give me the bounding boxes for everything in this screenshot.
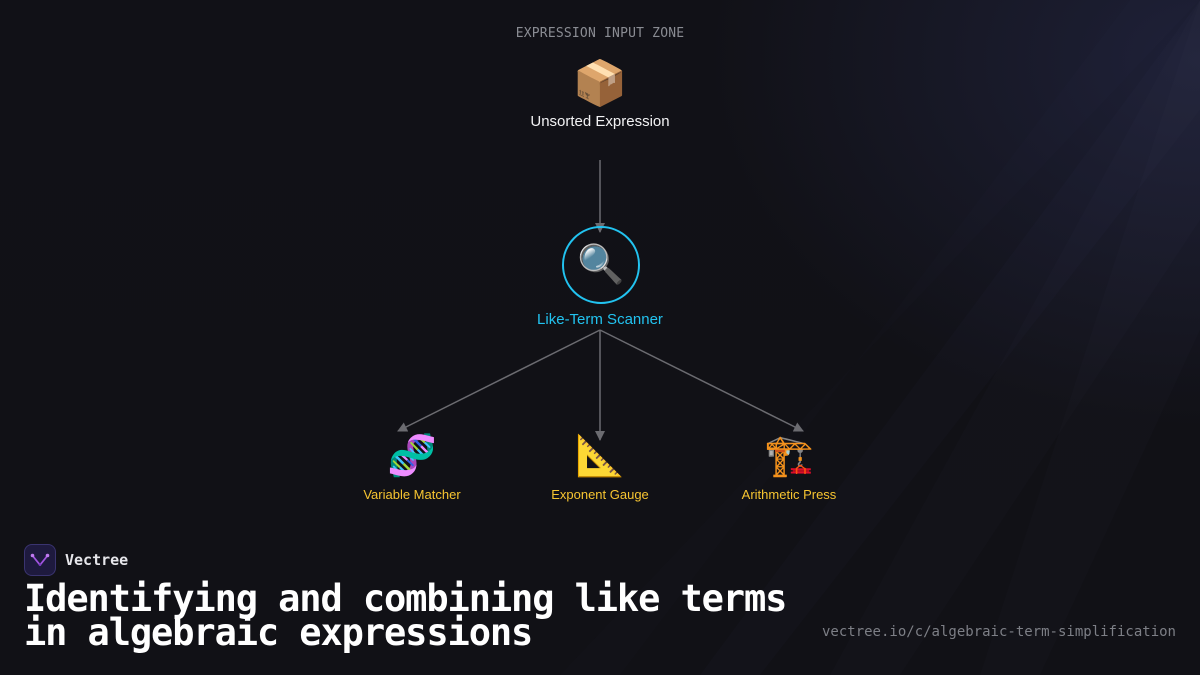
exponent-gauge-node: 📐 Exponent Gauge xyxy=(500,436,700,502)
like-term-scanner-node: 🔍 xyxy=(562,226,640,304)
input-zone-label: EXPRESSION INPUT ZONE xyxy=(515,26,685,41)
source-url: vectree.io/c/algebraic-term-simplificati… xyxy=(821,624,1176,640)
unsorted-expression-node: 📦 Unsorted Expression xyxy=(450,59,750,131)
vectree-logo-icon xyxy=(24,544,56,576)
arithmetic-press-label: Arithmetic Press xyxy=(741,487,837,502)
variable-matcher-node: 🧬 Variable Matcher xyxy=(312,436,512,502)
edge-scanner-to-variable-matcher xyxy=(397,329,601,432)
like-term-scanner-label: Like-Term Scanner xyxy=(537,311,663,328)
dna-icon: 🧬 xyxy=(387,434,437,478)
title-line-2: in algebraic expressions xyxy=(24,611,533,654)
title-line-1: Identifying and combining like terms xyxy=(24,577,787,620)
package-icon: 📦 xyxy=(572,59,628,108)
arithmetic-press-node: 🏗️ Arithmetic Press xyxy=(689,436,889,502)
variable-matcher-label: Variable Matcher xyxy=(363,487,461,502)
brand-name: Vectree xyxy=(65,551,129,569)
page-title: Identifying and combining like terms in … xyxy=(24,580,824,651)
unsorted-expression-label: Unsorted Expression xyxy=(530,113,670,130)
brand: Vectree xyxy=(24,544,128,576)
edge-scanner-to-arithmetic-press xyxy=(599,329,804,432)
exponent-gauge-label: Exponent Gauge xyxy=(551,487,649,502)
magnifier-icon: 🔍 xyxy=(577,244,625,286)
crane-icon: 🏗️ xyxy=(764,434,814,478)
triangular-ruler-icon: 📐 xyxy=(575,434,625,478)
